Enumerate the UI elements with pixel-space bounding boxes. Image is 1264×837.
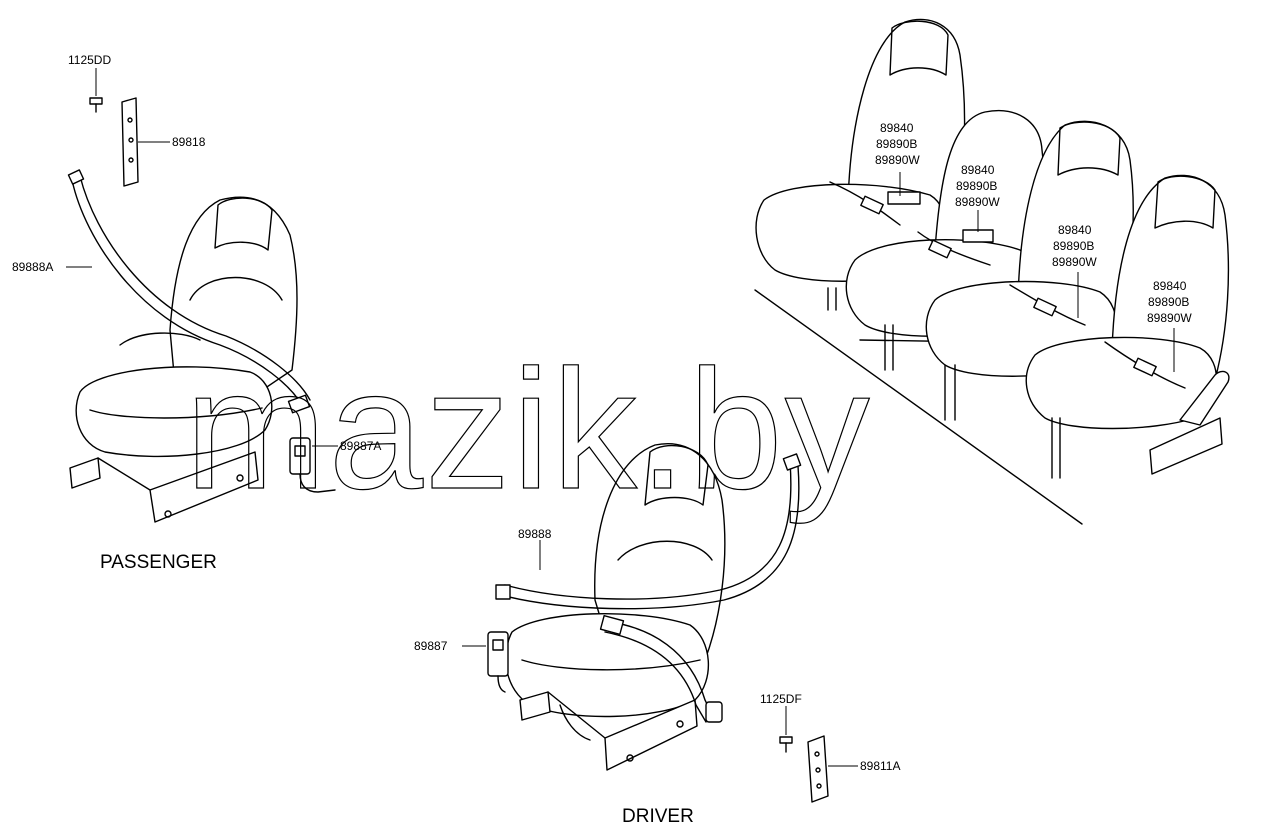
- label-passenger-bracket: 89818: [172, 135, 206, 149]
- caption-driver: DRIVER: [622, 806, 694, 827]
- label-passenger-belt: 89888A: [12, 260, 53, 274]
- label-rear-2-a: 89840: [961, 163, 995, 177]
- floor-line: [754, 289, 1083, 525]
- rear-label-group-4: 89840 89890B 89890W: [1147, 279, 1192, 325]
- label-driver-bracket: 89811A: [860, 759, 900, 773]
- label-rear-4-c: 89890W: [1147, 311, 1192, 325]
- label-rear-3-a: 89840: [1058, 223, 1092, 237]
- label-rear-1-a: 89840: [880, 121, 914, 135]
- passenger-buckle-89887a: [289, 437, 338, 493]
- driver-bolt-1125df: [779, 706, 793, 753]
- rear-label-group-1: 89840 89890B 89890W: [875, 121, 920, 167]
- watermark: mazik.by: [185, 335, 872, 525]
- rear-seat-4: [1025, 174, 1230, 479]
- rear-belts: [829, 172, 1186, 389]
- passenger-seat: [69, 196, 298, 523]
- part-labels: 1125DD 89818 89888A 89887A 89888 89887 1…: [12, 53, 1192, 827]
- passenger-bracket-89818: [121, 97, 170, 187]
- rear-bench-group: [754, 18, 1230, 525]
- driver-seat-group: [462, 443, 858, 803]
- label-rear-4-a: 89840: [1153, 279, 1187, 293]
- label-rear-3-c: 89890W: [1052, 255, 1097, 269]
- driver-seat: [505, 443, 726, 771]
- label-rear-4-b: 89890B: [1148, 295, 1189, 309]
- label-rear-1-b: 89890B: [876, 137, 917, 151]
- driver-belt-89888: [495, 453, 802, 723]
- driver-bracket-89811a: [807, 735, 858, 803]
- caption-passenger: PASSENGER: [100, 552, 217, 573]
- label-rear-3-b: 89890B: [1053, 239, 1094, 253]
- passenger-bolt-1125dd: [89, 68, 103, 113]
- passenger-seat-group: [66, 68, 338, 523]
- label-driver-belt: 89888: [518, 527, 552, 541]
- rear-label-group-3: 89840 89890B 89890W: [1052, 223, 1097, 269]
- label-driver-bolt: 1125DF: [760, 692, 802, 706]
- label-rear-2-c: 89890W: [955, 195, 1000, 209]
- label-passenger-buckle: 89887A: [340, 439, 381, 453]
- label-passenger-bolt: 1125DD: [68, 53, 111, 67]
- label-driver-buckle: 89887: [414, 639, 448, 653]
- label-rear-2-b: 89890B: [956, 179, 997, 193]
- driver-buckle-89887: [462, 631, 509, 693]
- passenger-belt-89888a: [66, 169, 311, 414]
- label-rear-1-c: 89890W: [875, 153, 920, 167]
- rear-label-group-2: 89840 89890B 89890W: [955, 163, 1000, 209]
